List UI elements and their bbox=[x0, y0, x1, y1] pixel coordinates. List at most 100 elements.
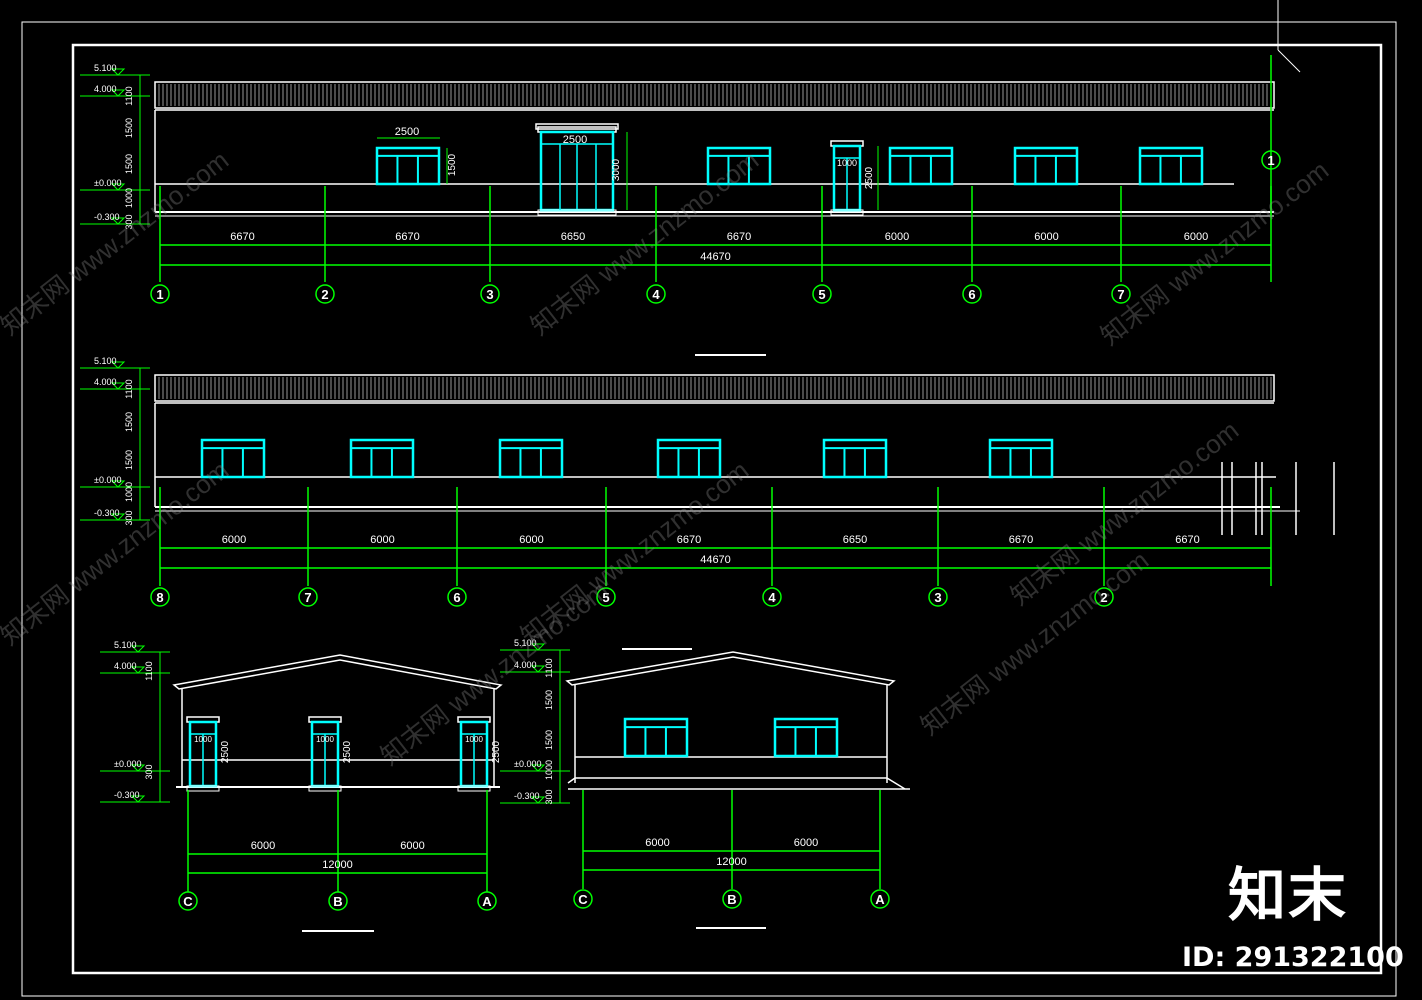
rear-span-label: 6650 bbox=[843, 534, 867, 546]
side-b-height-label: 1000 bbox=[544, 760, 554, 780]
side-elevation-b: 5.1004.000±0.000-0.300110015001500100030… bbox=[500, 638, 910, 929]
side-b-span-label: 6000 bbox=[645, 837, 669, 849]
rear-window-1 bbox=[200, 438, 266, 479]
side-a-door-height-label: 2500 bbox=[491, 740, 502, 763]
front-window-width-label: 2500 bbox=[395, 126, 419, 138]
side-b-height-label: 1500 bbox=[544, 730, 554, 750]
front-axis-bubble-1-circle bbox=[150, 284, 170, 304]
front-axis-bubble-5-label: 5 bbox=[818, 287, 825, 302]
side-a-level-label: 5.100 bbox=[114, 640, 137, 650]
side-b-ground-slope bbox=[567, 777, 906, 790]
side-b-axis-bubble-A-label: A bbox=[875, 892, 885, 907]
front-axis-bubble-7-label: 7 bbox=[1117, 287, 1124, 302]
side-a-door-width-label: 1000 bbox=[465, 735, 483, 744]
front-span-label: 6000 bbox=[885, 231, 909, 243]
front-window-1 bbox=[375, 146, 441, 186]
front-small-door-width-label: 1000 bbox=[837, 158, 857, 168]
side-a-door-2-step bbox=[308, 785, 342, 792]
side-b-axis-bubble-B-label: B bbox=[727, 892, 736, 907]
side-b-axis-bubble-B-circle bbox=[722, 889, 742, 909]
side-b-height-label: 1500 bbox=[544, 690, 554, 710]
rear-span-label: 6670 bbox=[677, 534, 701, 546]
front-level-mark bbox=[110, 217, 126, 225]
rear-height-label: 300 bbox=[124, 510, 134, 525]
side-a-span-label: 6000 bbox=[400, 840, 424, 852]
rear-level-label: 5.100 bbox=[94, 356, 117, 366]
side-b-axis-bubble-C-circle bbox=[573, 889, 593, 909]
front-span-label: 6670 bbox=[395, 231, 419, 243]
rear-axis-bubble-4-label: 4 bbox=[768, 590, 776, 605]
side-a-height-label: 1100 bbox=[144, 661, 154, 680]
front-axis-bubble-4-label: 4 bbox=[652, 287, 660, 302]
rear-level-mark bbox=[110, 480, 126, 488]
side-b-window-2 bbox=[773, 717, 839, 758]
side-b-total-label: 12000 bbox=[716, 856, 747, 868]
side-a-axis-bubble-C-label: C bbox=[183, 894, 193, 909]
front-level-label: 5.100 bbox=[94, 63, 117, 73]
front-side-axis-bubble-label: 1 bbox=[1267, 153, 1274, 168]
watermark-logo: 知末 bbox=[1228, 861, 1349, 929]
front-axis-bubble-4-circle bbox=[646, 284, 666, 304]
watermark-diagonal-text: 知末网 www.znzmo.com bbox=[0, 145, 234, 341]
watermark-id: ID: 291322100 bbox=[1182, 942, 1404, 973]
front-window-5 bbox=[1138, 146, 1204, 186]
side-a-level-mark bbox=[130, 645, 146, 653]
front-height-label: 1500 bbox=[124, 154, 134, 174]
rear-axis-bubble-3-label: 3 bbox=[934, 590, 941, 605]
front-window-4 bbox=[1013, 146, 1079, 186]
side-b-roof bbox=[565, 651, 896, 686]
rear-axis-bubble-6-label: 6 bbox=[453, 590, 460, 605]
front-level-mark bbox=[110, 68, 126, 76]
side-b-height-label: 300 bbox=[544, 789, 554, 804]
rear-axis-bubble-5-circle bbox=[596, 587, 616, 607]
front-height-label: 300 bbox=[124, 214, 134, 229]
side-a-span-label: 6000 bbox=[251, 840, 275, 852]
front-side-axis-bubble-circle bbox=[1261, 150, 1281, 170]
side-a-level-mark bbox=[130, 666, 146, 674]
rear-level-mark bbox=[110, 513, 126, 521]
front-main-door-height-label: 3000 bbox=[611, 158, 622, 181]
front-span-label: 6670 bbox=[727, 231, 751, 243]
side-a-level-mark bbox=[130, 764, 146, 772]
front-level-mark bbox=[110, 89, 126, 97]
rear-height-label: 1500 bbox=[124, 450, 134, 470]
side-b-level-mark bbox=[530, 665, 546, 673]
front-axis-bubble-2-label: 2 bbox=[321, 287, 328, 302]
rear-axis-bubble-8-label: 8 bbox=[156, 590, 163, 605]
rear-axis-bubble-8-circle bbox=[150, 587, 170, 607]
front-main-door-cap bbox=[535, 123, 619, 130]
front-axis-bubble-6-circle bbox=[962, 284, 982, 304]
rear-axis-bubble-2-label: 2 bbox=[1100, 590, 1107, 605]
outer-frame bbox=[21, 21, 1397, 997]
front-level-label: -0.300 bbox=[94, 212, 120, 222]
rear-window-3 bbox=[498, 438, 564, 479]
side-a-axis-bubble-C-circle bbox=[178, 891, 198, 911]
front-axis-bubble-7-circle bbox=[1111, 284, 1131, 304]
rear-level-mark bbox=[110, 382, 126, 390]
rear-height-label: 1500 bbox=[124, 412, 134, 432]
rear-span-label: 6000 bbox=[222, 534, 246, 546]
side-a-total-label: 12000 bbox=[322, 859, 353, 871]
side-a-level-label: -0.300 bbox=[114, 790, 140, 800]
rear-level-label: 4.000 bbox=[94, 377, 117, 387]
frame-tick bbox=[1277, 49, 1301, 73]
side-a-axis-bubble-A-circle bbox=[477, 891, 497, 911]
front-axis-bubble-6-label: 6 bbox=[968, 287, 975, 302]
rear-axis-bubble-7-circle bbox=[298, 587, 318, 607]
rear-span-label: 6000 bbox=[519, 534, 543, 546]
front-main-door-step bbox=[537, 209, 617, 216]
side-a-level-label: ±0.000 bbox=[114, 759, 141, 769]
rear-level-label: ±0.000 bbox=[94, 475, 121, 485]
side-b-level-label: -0.300 bbox=[514, 791, 540, 801]
front-height-label: 1100 bbox=[124, 86, 134, 105]
front-window-3 bbox=[888, 146, 954, 186]
side-b-level-mark bbox=[530, 643, 546, 651]
rear-elevation: 5.1004.000±0.000-0.300110015001500100030… bbox=[80, 356, 1335, 650]
side-a-door-height-label: 2500 bbox=[220, 740, 231, 763]
side-a-level-label: 4.000 bbox=[114, 661, 137, 671]
side-b-level-label: 4.000 bbox=[514, 660, 537, 670]
rear-window-2 bbox=[349, 438, 415, 479]
